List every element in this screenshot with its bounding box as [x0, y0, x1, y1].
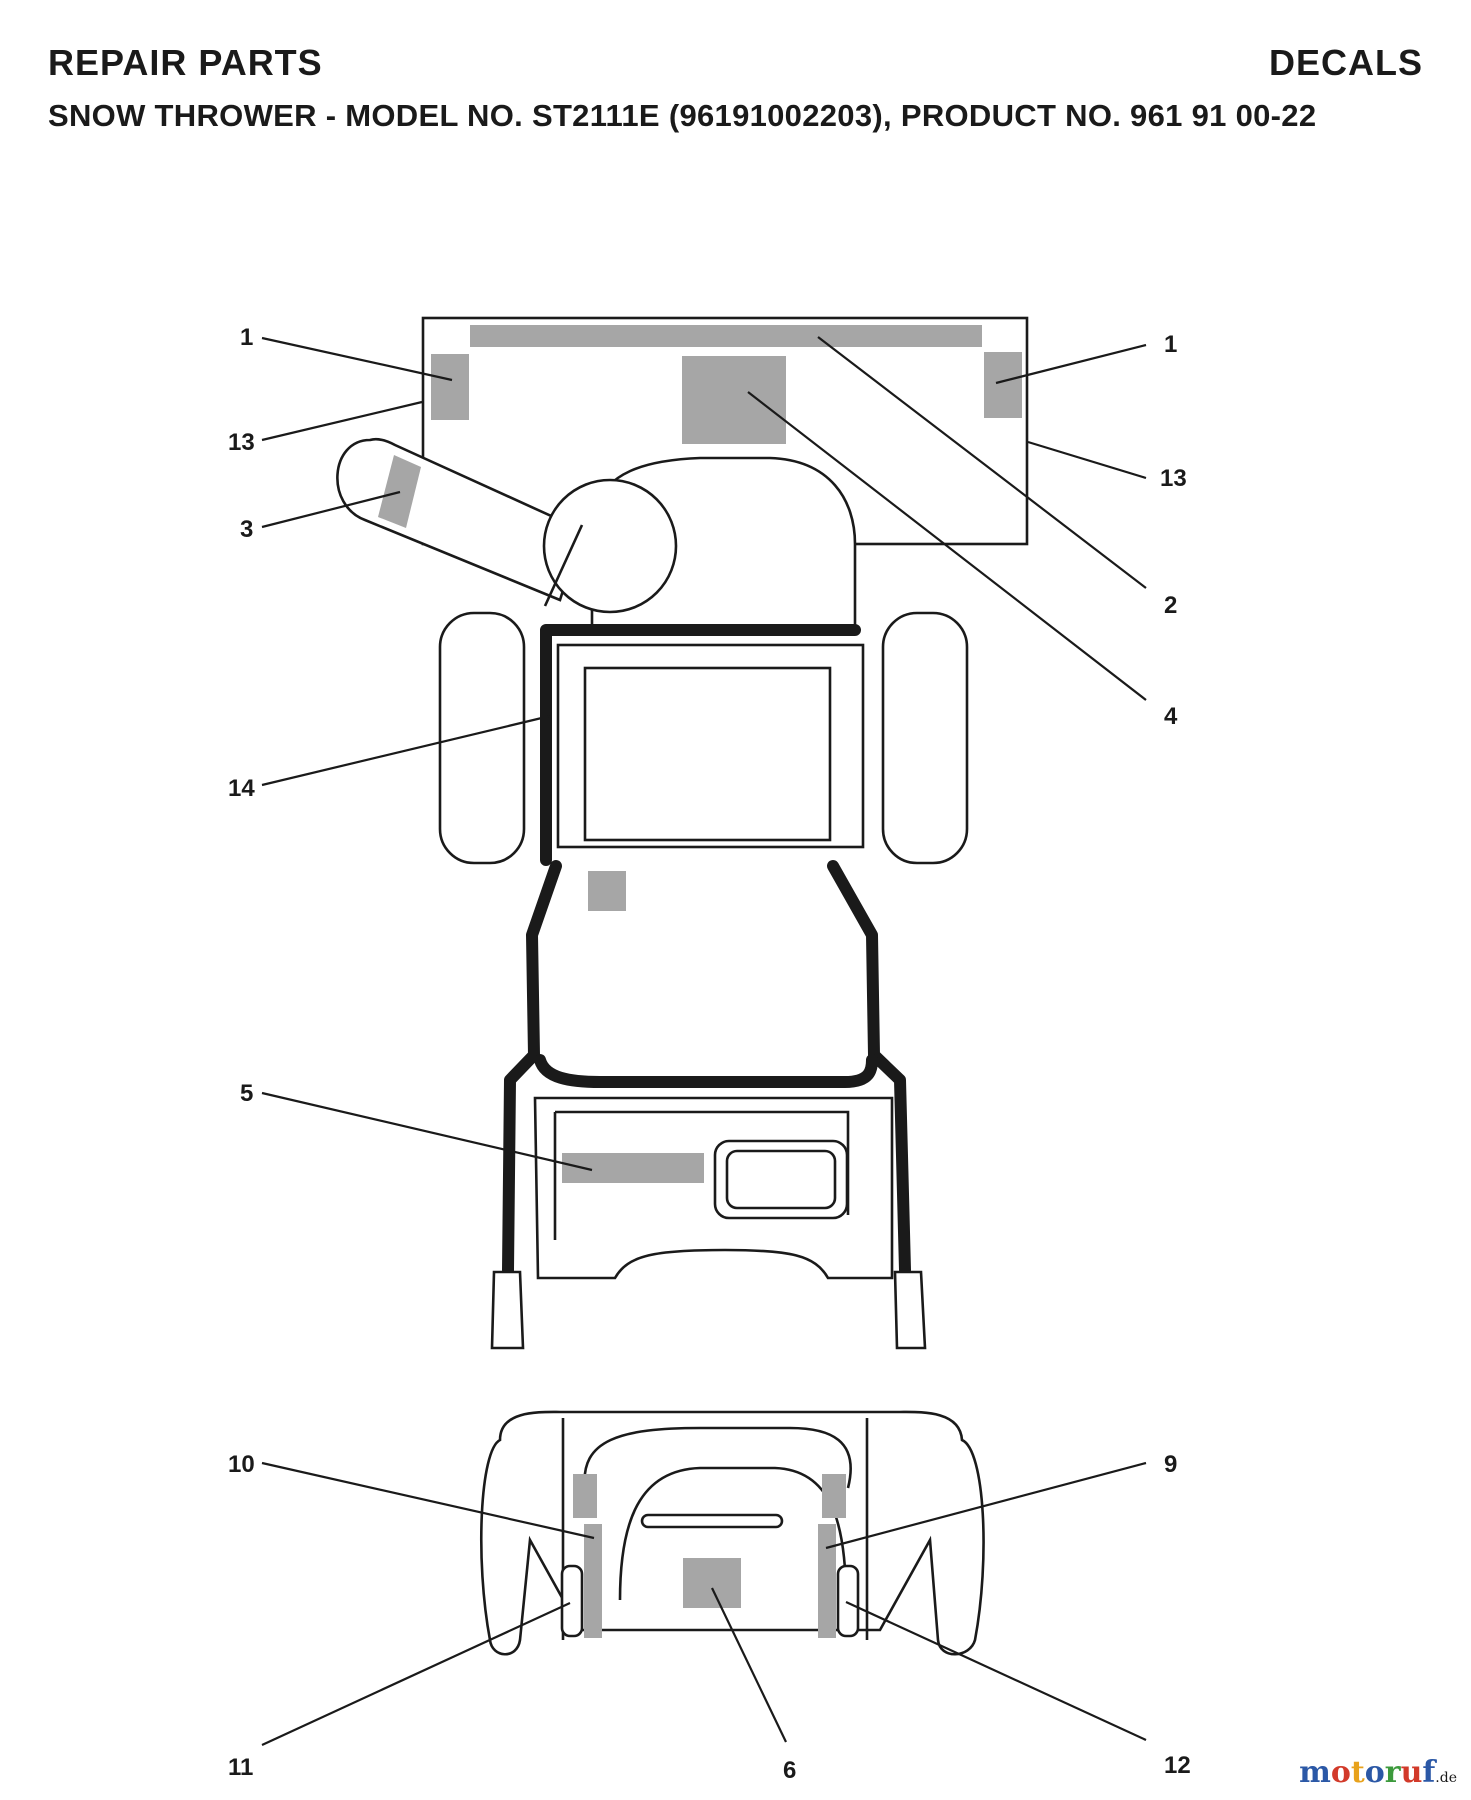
- watermark-letter: f: [1422, 1755, 1436, 1790]
- watermark-letter: o: [1330, 1755, 1351, 1790]
- section-title: DECALS: [1268, 42, 1423, 83]
- watermark-letter: m: [1299, 1755, 1331, 1790]
- handle-grip-left: [490, 1270, 525, 1350]
- page-subtitle: SNOW THROWER - MODEL NO. ST2111E (961910…: [48, 98, 1316, 134]
- watermark-name: motoruf: [1299, 1755, 1435, 1790]
- decal-6: [683, 1558, 741, 1608]
- wheel-right: [881, 611, 969, 865]
- callout-13-left: 13: [228, 429, 255, 456]
- rear-housing: [533, 1096, 894, 1280]
- callout-4: 4: [1164, 703, 1178, 730]
- wheel-left: [438, 611, 526, 865]
- watermark-letter: o: [1364, 1755, 1385, 1790]
- callout-10: 10: [228, 1451, 255, 1478]
- handle-grip-right: [893, 1270, 927, 1350]
- decal-upper-small: [588, 871, 626, 911]
- callout-11: 11: [228, 1754, 253, 1781]
- callout-3: 3: [240, 516, 253, 543]
- decal-9: [818, 1524, 836, 1638]
- callout-13-right: 13: [1160, 465, 1187, 492]
- callout-6: 6: [783, 1757, 796, 1784]
- callout-1-right: 1: [1164, 331, 1177, 358]
- rear-view: [479, 1410, 985, 1656]
- watermark-logo: motoruf.de: [1299, 1755, 1457, 1790]
- display-window: [713, 1139, 849, 1220]
- decal-9-upper: [822, 1474, 846, 1518]
- switch-12: [836, 1564, 860, 1638]
- decal-4: [682, 356, 786, 444]
- watermark-tld: .de: [1435, 1770, 1457, 1786]
- watermark-letter: t: [1350, 1755, 1365, 1790]
- decal-10-upper: [573, 1474, 597, 1518]
- switch-11: [560, 1564, 584, 1638]
- decal-1-right: [984, 352, 1022, 418]
- callout-12: 12: [1164, 1752, 1191, 1779]
- watermark-letter: r: [1384, 1755, 1401, 1790]
- watermark-letter: u: [1400, 1755, 1423, 1790]
- decal-1-left: [431, 354, 469, 420]
- subtitle-suffix: (96191002203), PRODUCT NO. 961 91 00-22: [659, 98, 1317, 133]
- callout-9: 9: [1164, 1451, 1177, 1478]
- page-title: REPAIR PARTS: [48, 42, 323, 83]
- decal-2: [470, 325, 982, 347]
- leader-lines: [261, 336, 1147, 1746]
- rear-slot: [640, 1513, 784, 1529]
- frame-body: [502, 624, 911, 1276]
- subtitle-prefix: SNOW THROWER - MODEL NO.: [48, 98, 532, 133]
- model-number: ST2111E: [531, 98, 660, 133]
- callout-1-left: 1: [240, 324, 253, 351]
- callout-5: 5: [240, 1080, 253, 1107]
- decal-10: [584, 1524, 602, 1638]
- callout-14: 14: [228, 775, 255, 802]
- callout-2: 2: [1164, 592, 1177, 619]
- control-panel: [556, 643, 865, 911]
